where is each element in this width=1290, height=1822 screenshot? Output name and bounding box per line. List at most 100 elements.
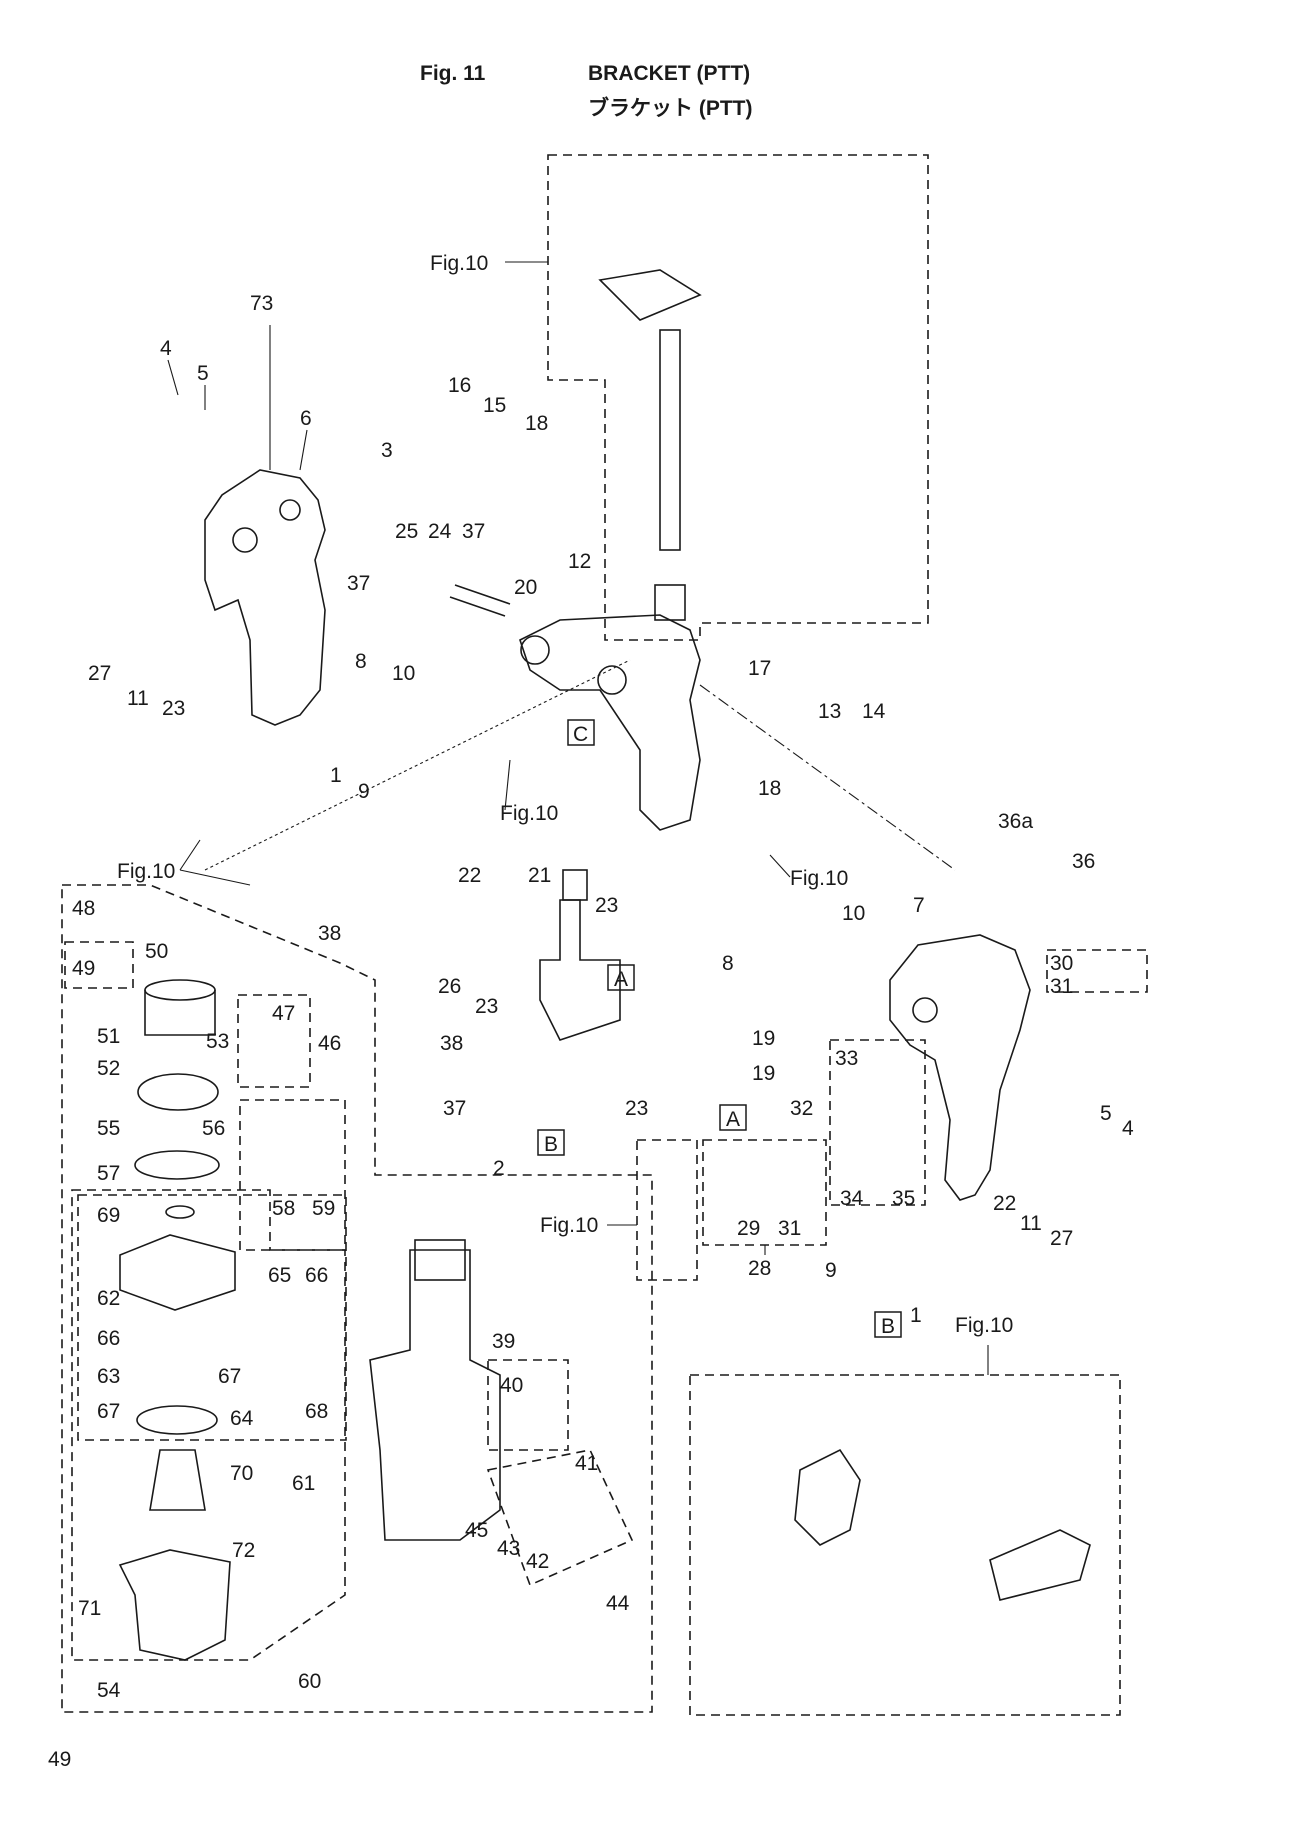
ptt-unit-cylinder-top (414, 1239, 466, 1281)
frame-30-31 (1046, 949, 1148, 993)
fig-ref-bushings: Fig.10 (540, 1214, 598, 1237)
group-frames (61, 154, 1148, 1716)
motor-base-62 (119, 1234, 236, 1311)
callout-13: 13 (818, 700, 841, 723)
callout-1: 1 (330, 764, 342, 787)
callout-60: 60 (298, 1670, 321, 1693)
leader-fig10-right (769, 854, 791, 878)
frame-fig10-bushings (636, 1139, 698, 1281)
ptt-unit-large (369, 1249, 501, 1541)
frame-58-59 (239, 1099, 346, 1251)
callout-23: 23 (595, 894, 618, 917)
callout-8: 8 (355, 650, 367, 673)
callout-25: 25 (395, 520, 418, 543)
callout-19: 19 (752, 1027, 775, 1050)
fig-ref-left: Fig.10 (117, 860, 175, 883)
part-55 (137, 1073, 219, 1111)
box-ref-frame (537, 1129, 565, 1156)
callout-73: 73 (250, 292, 273, 315)
ptt-cylinder-small (539, 899, 621, 1041)
figure-number: Fig. 11 (420, 62, 486, 85)
callout-29: 29 (737, 1217, 760, 1240)
callout-24: 24 (428, 520, 452, 543)
callout-67: 67 (97, 1400, 120, 1423)
frame-28 (702, 1139, 827, 1246)
callout-4: 4 (1122, 1117, 1134, 1140)
bracket-right-bore (912, 997, 938, 1023)
callout-5: 5 (1100, 1102, 1112, 1125)
frame-46 (237, 994, 311, 1088)
bracket-right-part-7 (889, 934, 1031, 1201)
callout-26: 26 (438, 975, 461, 998)
boxed-references: C A A B B (537, 719, 902, 1338)
callout-59: 59 (312, 1197, 335, 1220)
callout-64: 64 (230, 1407, 254, 1430)
figure-title-en: BRACKET (PTT) (588, 62, 751, 85)
callout-44: 44 (606, 1592, 630, 1615)
tilt-tube-part-20 (449, 584, 511, 617)
callout-55: 55 (97, 1117, 120, 1140)
frame-33-35 (829, 1039, 926, 1206)
callout-11: 11 (127, 687, 149, 710)
callout-2: 2 (493, 1157, 505, 1180)
box-ref-b: B (881, 1315, 895, 1338)
bracket-left-bore (232, 527, 258, 553)
leader-4a (167, 359, 179, 396)
box-ref-frame (607, 964, 635, 991)
callout-27: 27 (1050, 1227, 1073, 1250)
callout-7: 7 (913, 894, 925, 917)
callout-18: 18 (525, 412, 548, 435)
top-steering-shaft (659, 329, 681, 551)
callout-15: 15 (483, 394, 506, 417)
callout-18: 18 (758, 777, 781, 800)
lower-clamp-arm (989, 1529, 1091, 1601)
lower-clamp-assembly (794, 1448, 861, 1546)
leader-fig10-mid (504, 759, 511, 811)
callout-4: 4 (160, 337, 172, 360)
callout-37: 37 (462, 520, 485, 543)
top-steering-arm (598, 269, 702, 321)
callout-12: 12 (568, 550, 591, 573)
callout-labels: 73 4 5 6 16 15 18 3 25 24 37 37 12 20 8 … (72, 292, 1134, 1702)
callout-61: 61 (292, 1472, 315, 1495)
callout-57: 57 (97, 1162, 120, 1185)
box-ref-frame (719, 1104, 747, 1131)
callout-63: 63 (97, 1365, 120, 1388)
part-51-body (144, 990, 216, 1036)
callout-32: 32 (790, 1097, 813, 1120)
callout-68: 68 (305, 1400, 328, 1423)
callout-45: 45 (465, 1519, 488, 1542)
fig-ref-mid: Fig.10 (500, 802, 558, 825)
callout-51: 51 (97, 1025, 120, 1048)
callout-41: 41 (575, 1452, 598, 1475)
callout-50: 50 (145, 940, 168, 963)
frame-61 (77, 1194, 347, 1441)
callout-9: 9 (825, 1259, 837, 1282)
callout-35: 35 (892, 1187, 915, 1210)
callout-69: 69 (97, 1204, 120, 1227)
callout-19: 19 (752, 1062, 775, 1085)
callout-54: 54 (97, 1679, 121, 1702)
callout-10: 10 (842, 902, 865, 925)
callout-1: 1 (910, 1304, 922, 1327)
bracket-left-part-6 (204, 469, 326, 726)
callout-8: 8 (722, 952, 734, 975)
o-ring-64 (136, 1405, 218, 1435)
callout-66: 66 (97, 1327, 120, 1350)
callout-22: 22 (458, 864, 481, 887)
callout-65: 65 (268, 1264, 291, 1287)
frame-fig10-top (547, 154, 929, 641)
box-ref-frame (567, 719, 595, 746)
callout-62: 62 (97, 1287, 120, 1310)
top-bushing (654, 584, 686, 621)
callout-66: 66 (305, 1264, 328, 1287)
callout-23: 23 (162, 697, 185, 720)
page-number: 49 (48, 1748, 72, 1771)
fig-ref-top: Fig.10 (430, 252, 488, 275)
callout-33: 33 (835, 1047, 858, 1070)
frame-39 (487, 1359, 569, 1451)
callout-23: 23 (625, 1097, 648, 1120)
callout-5: 5 (197, 362, 209, 385)
callout-3: 3 (381, 439, 393, 462)
